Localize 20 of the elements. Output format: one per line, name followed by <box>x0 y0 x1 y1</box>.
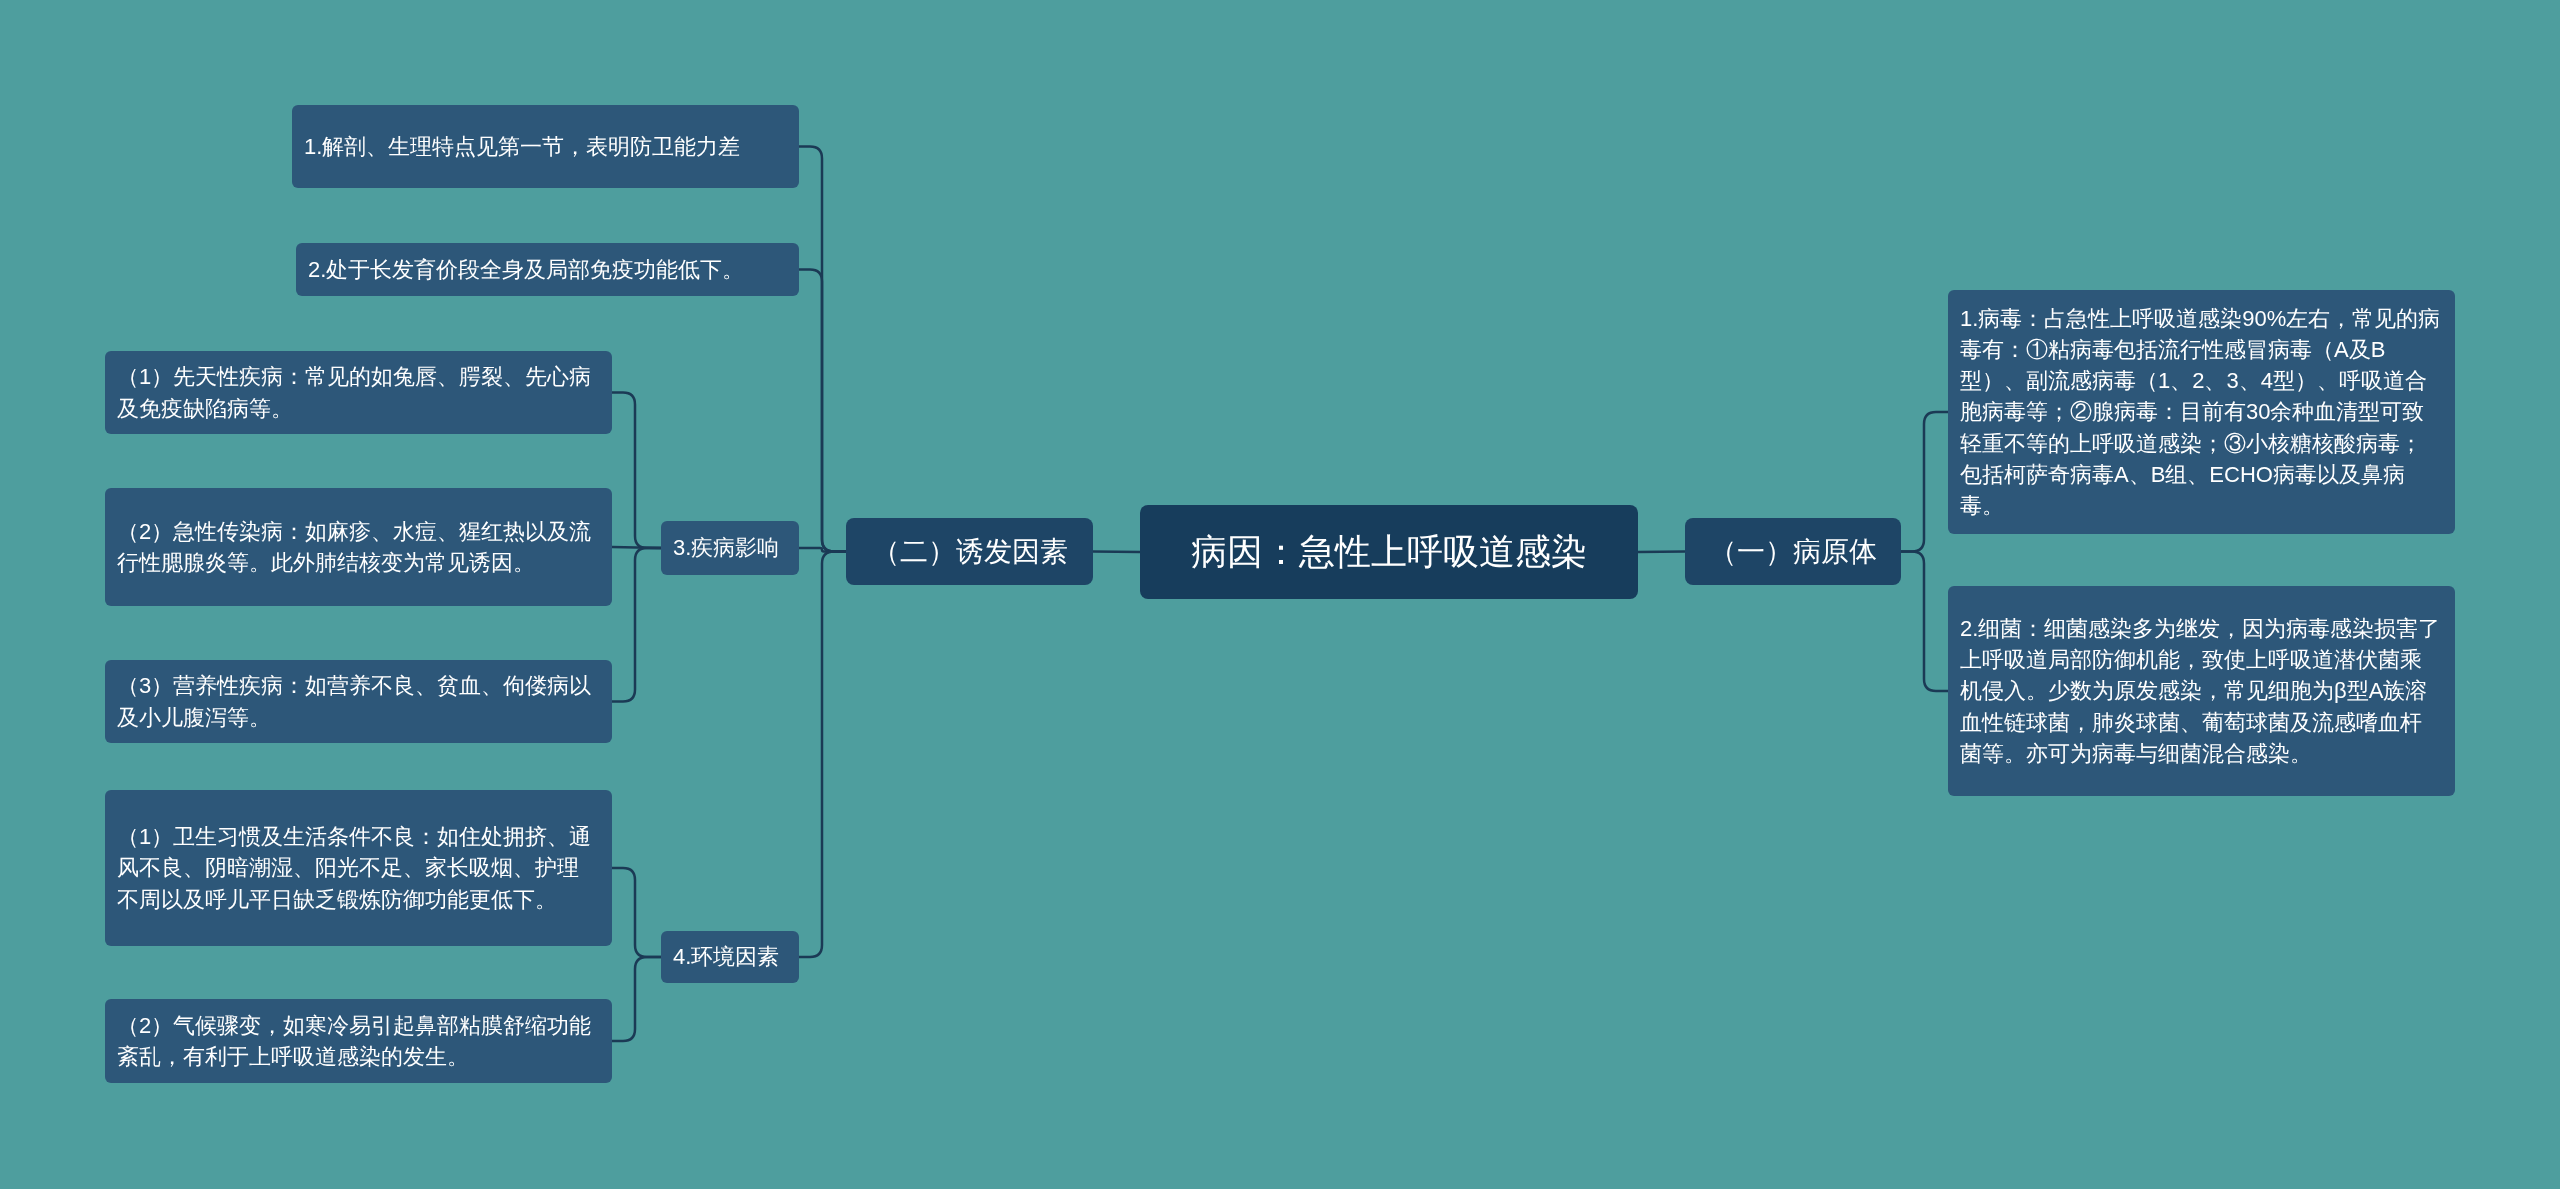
connector-line <box>612 546 661 703</box>
subtopic-box: 1.病毒：占急性上呼吸道感染90%左右，常见的病毒有：①粘病毒包括流行性感冒病毒（A及B型）、副流感病毒（1、2、3、4型）、呼吸道合胞病毒等；②腺病毒：目前有30余种血清型可致轻重不等的上呼吸道感染；③小核糖核酸病毒；包括柯萨奇病毒A、B组、ECHO病毒以及鼻病毒。 <box>1948 290 2455 534</box>
connector-line <box>799 550 846 959</box>
branch-topic: （二）诱发因素 <box>846 518 1093 585</box>
connector-line <box>1901 550 1948 693</box>
subtopic-box: 1.解剖、生理特点见第一节，表明防卫能力差 <box>292 105 799 188</box>
connector-line <box>1093 550 1140 554</box>
branch-topic: （一）病原体 <box>1685 518 1901 585</box>
subtopic-box: （3）营养性疾病：如营养不良、贫血、佝偻病以及小儿腹泻等。 <box>105 660 612 743</box>
connector-line <box>612 955 661 1043</box>
subtopic-box: 4.环境因素 <box>661 931 799 983</box>
subtopic-box: （1）卫生习惯及生活条件不良：如住处拥挤、通风不良、阴暗潮湿、阳光不足、家长吸烟、护理不周以及呼儿平日缺乏锻炼防御功能更低下。 <box>105 790 612 946</box>
subtopic-box: 2.细菌：细菌感染多为继发，因为病毒感染损害了上呼吸道局部防御机能，致使上呼吸道潜伏菌乘机侵入。少数为原发感染，常见细胞为β型A族溶血性链球菌，肺炎球菌、葡萄球菌及流感嗜血杆菌等。亦可为病毒与细菌混合感染。 <box>1948 586 2455 796</box>
root-topic: 病因：急性上呼吸道感染 <box>1140 505 1638 599</box>
subtopic-box: （1）先天性疾病：常见的如兔唇、腭裂、先心病及免疫缺陷病等。 <box>105 351 612 434</box>
connector-line <box>1638 550 1685 554</box>
subtopic-box: （2）气候骤变，如寒冷易引起鼻部粘膜舒缩功能紊乱，有利于上呼吸道感染的发生。 <box>105 999 612 1083</box>
subtopic-box: 3.疾病影响 <box>661 521 799 575</box>
subtopic-box: （2）急性传染病：如麻疹、水痘、猩红热以及流行性腮腺炎等。此外肺结核变为常见诱因。 <box>105 488 612 606</box>
subtopic-box: 2.处于长发育价段全身及局部免疫功能低下。 <box>296 243 799 296</box>
